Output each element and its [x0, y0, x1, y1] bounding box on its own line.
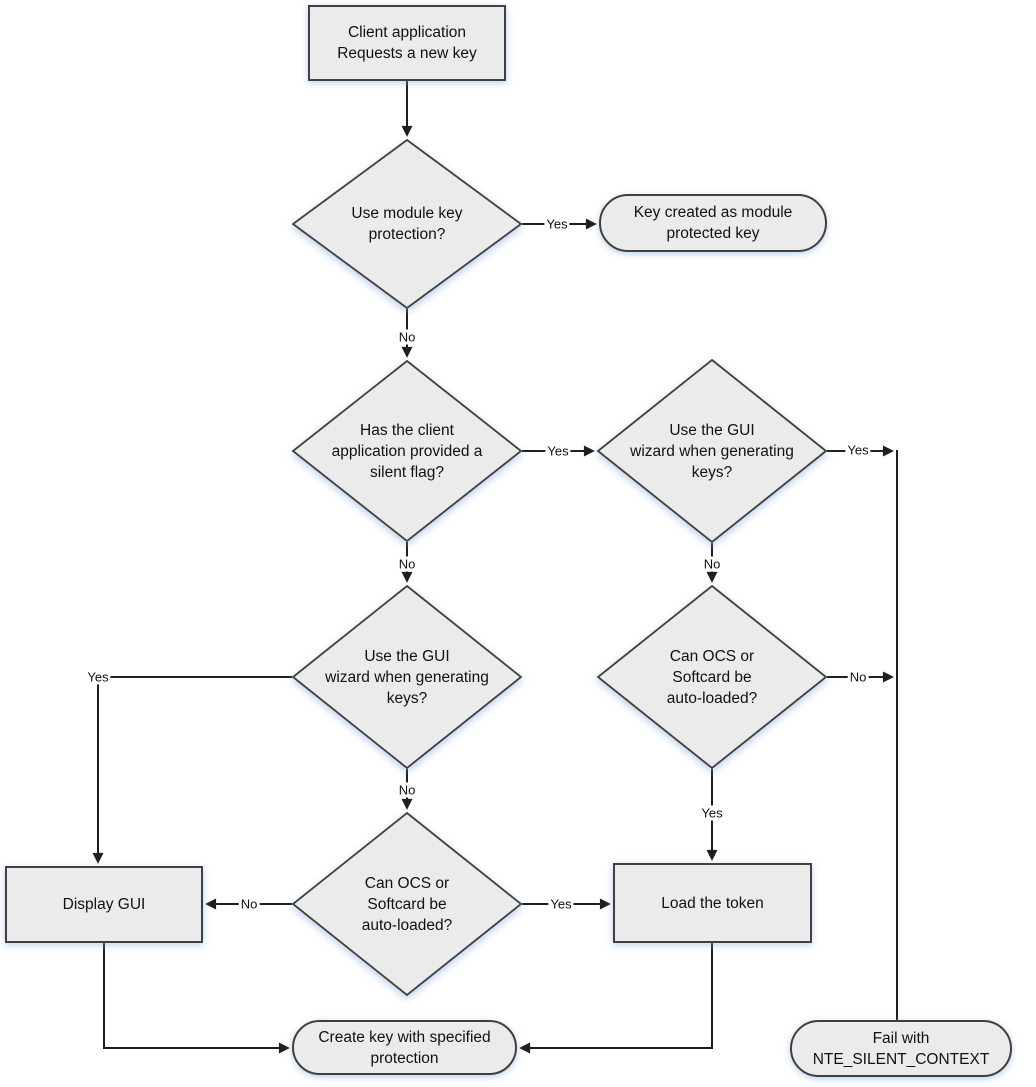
diamond-shape [596, 358, 828, 544]
edge-label-ocs-no: No [238, 896, 260, 912]
edge-label-wizard-silent-yes: Yes [845, 442, 871, 458]
edge-label-ocs-silent-yes: Yes [699, 805, 725, 821]
node-load-token-label: Load the token [661, 894, 764, 912]
diamond-shape [291, 359, 523, 543]
edge-label-module-yes: Yes [544, 216, 570, 232]
node-ocs-autoload-silent-label: Can OCS or Softcard be auto-loaded? [666, 647, 758, 707]
node-fail-silent-context-label: Fail with NTE_SILENT_CONTEXT [812, 1029, 990, 1068]
edge-display-to-create [103, 943, 290, 1054]
node-ocs-autoload-no-silent-label: Can OCS or Softcard be auto-loaded? [361, 874, 453, 934]
node-create-key: Create key with specified protection [292, 1020, 517, 1075]
node-gui-wizard-silent: Use the GUI wizard when generating keys? [596, 358, 828, 544]
node-gui-wizard-no-silent: Use the GUI wizard when generating keys? [291, 584, 523, 770]
node-fail-silent-context: Fail with NTE_SILENT_CONTEXT [790, 1020, 1012, 1077]
node-client-request-label: Client application Requests a new key [337, 24, 477, 62]
node-key-created-module-label: Key created as module protected key [633, 204, 793, 242]
node-load-token: Load the token [613, 863, 812, 943]
node-silent-flag-label: Has the client application provided a si… [331, 421, 483, 481]
node-create-key-label: Create key with specified protection [318, 1028, 491, 1067]
node-gui-wizard-silent-label: Use the GUI wizard when generating keys? [630, 421, 794, 481]
edge-load-to-create [519, 943, 713, 1054]
diamond-shape [291, 811, 523, 997]
edge-label-silent-no: No [396, 556, 418, 572]
node-use-module-key: Use module key protection? [291, 138, 523, 310]
edge-label-wizard-no: No [396, 782, 418, 798]
node-key-created-module: Key created as module protected key [599, 194, 827, 252]
diamond-shape [291, 584, 523, 770]
diamond-shape [596, 584, 828, 770]
node-ocs-autoload-no-silent: Can OCS or Softcard be auto-loaded? [291, 811, 523, 997]
edge-label-ocs-yes: Yes [548, 896, 574, 912]
node-display-gui-label: Display GUI [62, 896, 146, 913]
node-silent-flag: Has the client application provided a si… [291, 359, 523, 543]
edge-label-silent-yes: Yes [545, 443, 571, 459]
edge-label-wizard-silent-no: No [701, 556, 723, 572]
edge-label-module-no: No [396, 329, 418, 345]
node-gui-wizard-no-silent-label: Use the GUI wizard when generating keys? [325, 647, 489, 707]
node-ocs-autoload-silent: Can OCS or Softcard be auto-loaded? [596, 584, 828, 770]
edge-label-ocs-silent-no: No [847, 669, 869, 685]
edge-label-wizard-yes: Yes [85, 669, 111, 685]
node-use-module-key-label: Use module key protection? [351, 205, 463, 243]
node-client-request: Client application Requests a new key [308, 5, 506, 81]
diamond-shape [291, 138, 523, 310]
node-display-gui: Display GUI [5, 866, 203, 943]
